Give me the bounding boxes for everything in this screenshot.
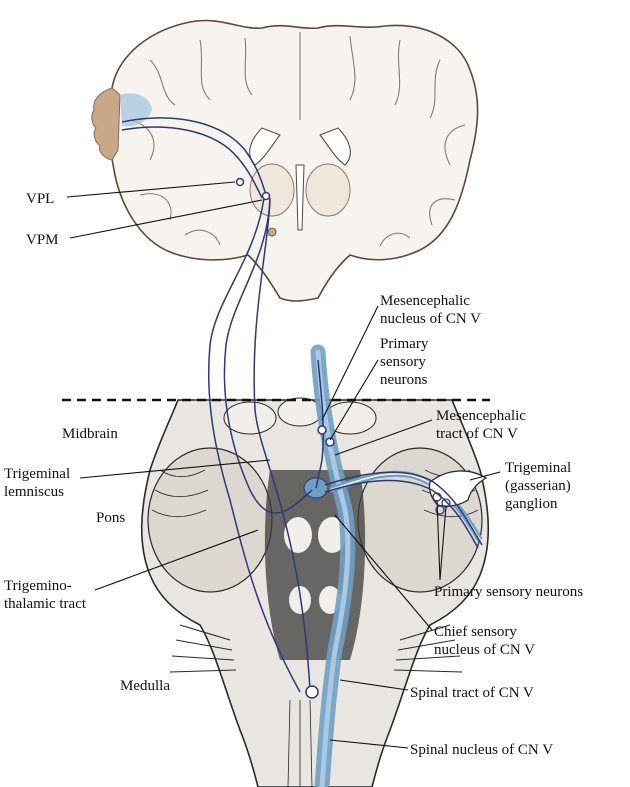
label-trigeminal-ganglion-2: (gasserian) <box>505 478 571 494</box>
coronal-brain-section <box>91 19 479 302</box>
mesencephalic-cell-2 <box>325 437 335 447</box>
label-midbrain: Midbrain <box>62 426 118 442</box>
leader-primary-sensory-right-1 <box>436 499 441 581</box>
label-trigeminothalamic-1: Trigemino- <box>4 578 72 594</box>
label-mesencephalic-tract-2: tract of CN V <box>436 426 518 442</box>
spinal-tract-highlight <box>315 349 351 787</box>
medulla-rootlets <box>169 624 463 673</box>
spinal-cord-stripes <box>287 699 313 787</box>
thalamocortical-fiber-2 <box>121 126 263 199</box>
leader-vpm <box>69 199 263 239</box>
neuron-pathways <box>121 117 483 699</box>
third-ventricle <box>295 164 305 231</box>
mesencephalic-cell-1 <box>317 425 327 435</box>
lateral-ventricle-right <box>319 127 351 166</box>
brain-outline <box>108 19 479 302</box>
mesencephalic-fiber <box>315 359 324 489</box>
label-mesencephalic-nucleus-2: nucleus of CN V <box>380 311 481 327</box>
leader-trigeminal-ganglion <box>469 471 501 481</box>
label-vpl: VPL <box>26 191 54 207</box>
label-trigeminal-lemniscus-2: lemniscus <box>4 484 64 500</box>
leader-lines <box>66 181 501 749</box>
label-chief-sensory-2: nucleus of CN V <box>434 642 535 658</box>
deep-nucleus-dot <box>267 227 277 237</box>
label-primary-sensory-top-3: neurons <box>380 372 428 388</box>
label-trigeminal-ganglion-3: ganglion <box>505 496 558 512</box>
label-chief-sensory-1: Chief sensory <box>434 624 517 640</box>
leader-mesencephalic-nucleus <box>321 305 379 421</box>
obex-left <box>289 586 311 614</box>
trigeminothalamic-fiber-left <box>207 197 301 693</box>
leader-spinal-nucleus <box>329 739 409 749</box>
label-vpm: VPM <box>26 232 59 248</box>
label-primary-sensory-right: Primary sensory neurons <box>434 584 583 600</box>
label-spinal-tract: Spinal tract of CN V <box>410 685 534 701</box>
label-mesencephalic-tract-1: Mesencephalic <box>436 408 526 424</box>
thalamus-right <box>305 163 351 217</box>
ganglion-cell-3 <box>435 505 445 515</box>
leader-spinal-tract <box>339 679 409 691</box>
pons-right-lobe <box>357 447 483 593</box>
label-spinal-nucleus: Spinal nucleus of CN V <box>410 742 553 758</box>
leader-trigeminothalamic <box>94 529 259 591</box>
label-trigeminal-lemniscus-1: Trigeminal <box>4 466 70 482</box>
ganglion-fiber-1 <box>324 471 483 546</box>
thalamocortical-fiber-1 <box>121 117 267 196</box>
vpl-cell <box>235 177 245 187</box>
labels: VPL VPM Mesencephalic nucleus of CN V Pr… <box>4 191 583 758</box>
lemniscus-fiber <box>253 199 311 691</box>
label-mesencephalic-nucleus-1: Mesencephalic <box>380 293 470 309</box>
label-trigeminal-ganglion-1: Trigeminal <box>505 460 571 476</box>
label-primary-sensory-top-1: Primary <box>380 336 429 352</box>
leader-trigeminal-lemniscus <box>79 459 271 479</box>
label-pons: Pons <box>96 510 125 526</box>
label-primary-sensory-top-2: sensory <box>380 354 426 370</box>
spinal-nucleus-cell <box>305 685 319 699</box>
leader-primary-sensory-right-2 <box>439 505 447 581</box>
leader-primary-sensory-top <box>329 359 379 441</box>
leader-vpl <box>66 181 236 198</box>
label-medulla: Medulla <box>120 678 170 694</box>
leader-chief-sensory <box>334 514 433 631</box>
vpm-cell <box>261 191 271 201</box>
leader-mesencephalic-tract <box>334 419 433 456</box>
gyri-lines <box>129 31 466 247</box>
colliculus-right <box>318 517 346 553</box>
face-homunculus <box>91 87 121 161</box>
trigeminothalamic-fiber-right <box>223 197 313 514</box>
ganglion-fiber-2 <box>324 479 479 549</box>
midbrain-bump-1 <box>223 401 277 435</box>
label-trigeminothalamic-2: thalamic tract <box>4 596 87 612</box>
thalamus-left <box>249 163 295 217</box>
brainstem <box>140 397 490 787</box>
